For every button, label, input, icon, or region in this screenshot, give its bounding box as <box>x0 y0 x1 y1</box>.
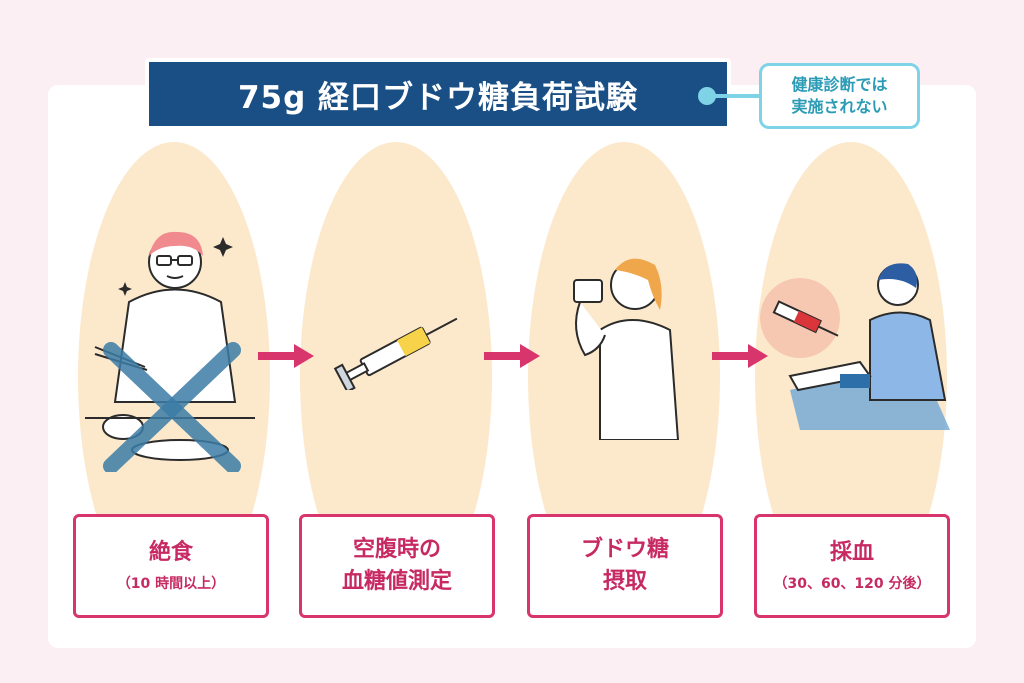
step-4-sublabel: （30、60、120 分後） <box>773 576 931 592</box>
step-1-label-box: 絶食 （10 時間以上） <box>73 514 269 618</box>
note-line-2: 実施されない <box>791 97 888 116</box>
note-badge: 健康診断では 実施されない <box>759 63 920 129</box>
note-connector <box>702 94 762 98</box>
page-title: 75g 経口ブドウ糖負荷試験 <box>149 62 727 126</box>
step-3-label: ブドウ糖 <box>580 537 669 562</box>
syringe-icon <box>333 317 458 390</box>
step-2-label: 空腹時の <box>352 537 441 562</box>
arrow-right-icon <box>484 344 540 368</box>
step-2-label-box: 空腹時の 血糖値測定 <box>299 514 495 618</box>
step-4-label-box: 採血 （30、60、120 分後） <box>754 514 950 618</box>
step-1-sublabel: （10 時間以上） <box>116 576 226 592</box>
step-3-label-line-2: 摂取 <box>602 569 647 594</box>
step-4-label: 採血 <box>829 540 874 565</box>
man-eating-crossed-icon <box>85 231 255 472</box>
woman-drinking-icon <box>573 258 680 440</box>
step-1-label: 絶食 <box>148 540 193 565</box>
step-3-label-box: ブドウ糖 摂取 <box>527 514 723 618</box>
arrow-right-icon <box>712 344 768 368</box>
arrow-right-icon <box>258 344 314 368</box>
step-2-label-line-2: 血糖値測定 <box>341 569 452 594</box>
note-connector-dot <box>698 87 716 105</box>
blood-draw-icon <box>760 263 950 430</box>
note-line-1: 健康診断では <box>791 75 888 94</box>
